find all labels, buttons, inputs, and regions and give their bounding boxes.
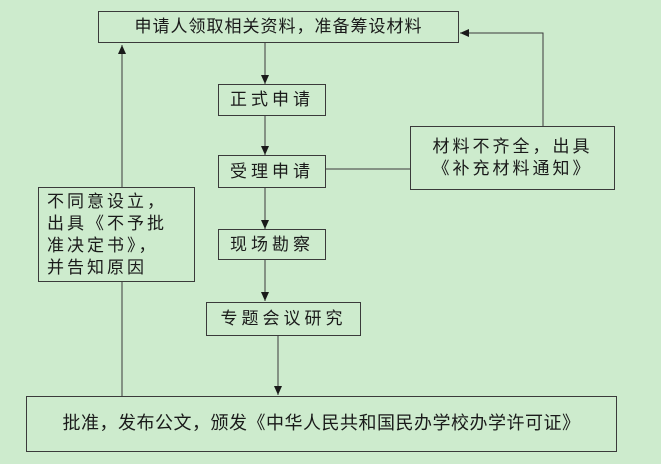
node-materials-incomplete: 材料不齐全，出具 《补充材料通知》 — [410, 126, 615, 190]
node-prepare-materials: 申请人领取相关资料，准备筹设材料 — [98, 11, 459, 43]
reject-line-2: 出具《不予批 — [47, 213, 167, 234]
incomplete-line-1: 材料不齐全，出具 — [432, 137, 593, 157]
node-reject-establishment: 不同意设立， 出具《不予批 准决定书》， 并告知原因 — [38, 187, 195, 282]
node-formal-application: 正式申请 — [218, 84, 326, 116]
reject-line-1: 不同意设立， — [47, 191, 167, 212]
node-accept-application: 受理申请 — [218, 155, 326, 188]
reject-line-4: 并告知原因 — [47, 257, 147, 278]
node-special-meeting: 专题会议研究 — [206, 302, 361, 336]
node-site-inspection: 现场勘察 — [218, 229, 326, 260]
incomplete-line-2: 《补充材料通知》 — [432, 159, 593, 179]
reject-line-3: 准决定书》， — [47, 235, 159, 256]
arrow-incomplete-to-prepare — [460, 29, 544, 126]
node-approve-license: 批准，发布公文，颁发《中华人民共和国民办学校办学许可证》 — [26, 396, 617, 452]
